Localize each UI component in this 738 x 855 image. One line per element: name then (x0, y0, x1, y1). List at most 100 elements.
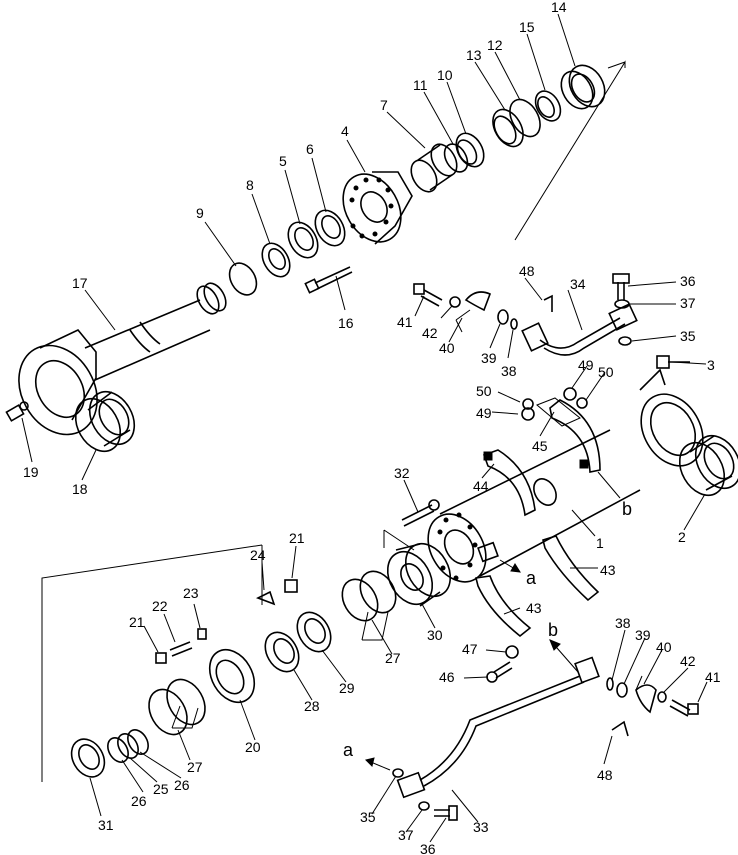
washer-42-upper (449, 296, 461, 308)
nut-21-lower (155, 652, 167, 664)
bushing-18 (74, 390, 136, 453)
ring-10 (455, 132, 485, 168)
callout-46: 46 (439, 669, 455, 685)
callout-32: 32 (394, 465, 410, 481)
callout-48-upper: 48 (519, 263, 535, 279)
callout-41-upper: 41 (397, 314, 413, 330)
nut-21-upper (284, 579, 298, 593)
nut-49-b (563, 387, 577, 401)
ring-27-upper (341, 570, 397, 622)
rod-group-frame-top (607, 61, 626, 69)
washer-37-lower (418, 801, 430, 811)
oring-38-upper (510, 318, 518, 330)
bolt-32 (401, 499, 440, 527)
nut-28 (264, 631, 300, 673)
oring-35-lower (392, 768, 404, 778)
callout-34: 34 (570, 276, 586, 292)
ring-25 (117, 733, 139, 759)
callout-b-upper: b (622, 499, 632, 519)
callout-26-right: 26 (174, 777, 190, 793)
callout-50-left: 50 (476, 383, 492, 399)
callout-36-upper: 36 (680, 273, 696, 289)
ring-27-lower (148, 678, 206, 736)
callout-7: 7 (380, 97, 388, 113)
ring-26-b (107, 737, 129, 763)
clip-48-upper (543, 294, 553, 312)
callout-a-upper: a (526, 568, 537, 588)
callout-49-upper: 49 (578, 357, 594, 373)
ring-13 (492, 108, 524, 148)
callout-25: 25 (153, 781, 169, 797)
callout-19: 19 (23, 464, 39, 480)
washer-50-b (576, 397, 588, 409)
dust-seal-14 (560, 64, 606, 110)
ring-26-a (127, 729, 149, 755)
callout-12: 12 (487, 37, 503, 53)
callout-39-lower: 39 (635, 627, 651, 643)
callout-10: 10 (437, 67, 453, 83)
cylinder-head-4 (342, 171, 413, 245)
callout-35-lower: 35 (360, 809, 376, 825)
clamp-43-upper (542, 535, 600, 602)
callout-20: 20 (245, 739, 261, 755)
callout-13: 13 (466, 47, 482, 63)
cylinder-tube-1 (427, 368, 704, 583)
callout-3: 3 (707, 357, 715, 373)
bolt-46 (486, 661, 513, 683)
callout-50-right: 50 (598, 364, 614, 380)
clamp-40-lower (635, 684, 657, 714)
callout-48-lower: 48 (597, 767, 613, 783)
callout-26-left: 26 (131, 793, 147, 809)
callout-39-upper: 39 (481, 350, 497, 366)
callout-42-upper: 42 (422, 325, 438, 341)
seal-5 (287, 221, 319, 259)
nut-47 (505, 645, 519, 659)
callout-a-lower: a (343, 740, 354, 760)
washer-50-a (522, 398, 534, 410)
ring-11 (443, 143, 469, 173)
callout-4: 4 (341, 123, 349, 139)
callout-38-upper: 38 (501, 363, 517, 379)
callout-21-lower: 21 (129, 614, 145, 630)
cushion-31 (70, 738, 106, 778)
washer-39-upper (497, 309, 509, 325)
callout-36-lower: 36 (420, 841, 436, 855)
callout-45: 45 (532, 438, 548, 454)
callout-41-lower: 41 (705, 669, 721, 685)
callout-21-upper: 21 (289, 530, 305, 546)
callout-11: 11 (413, 77, 428, 93)
callout-40-upper: 40 (439, 340, 455, 356)
callout-17: 17 (72, 275, 88, 291)
clamp-43-lower (475, 575, 532, 638)
callout-27-lower: 27 (187, 759, 203, 775)
callout-24: 24 (250, 547, 266, 563)
arrow-a-upper-head (510, 563, 521, 573)
tube-34 (521, 303, 638, 356)
grease-fitting-19 (5, 401, 29, 422)
arrow-a-lower-head (365, 757, 375, 767)
bolt-16 (304, 266, 353, 294)
bushing-8 (261, 242, 291, 278)
bolt-41-upper (413, 283, 443, 307)
callout-6: 6 (306, 141, 314, 157)
callout-8: 8 (246, 177, 254, 193)
clamp-40-upper (464, 291, 492, 312)
piston-30 (386, 542, 452, 607)
callout-43-right: 43 (600, 562, 616, 578)
bushing-7 (410, 143, 458, 193)
callout-18: 18 (72, 481, 88, 497)
callout-49-left: 49 (476, 405, 492, 421)
arrow-b-upper (597, 471, 621, 499)
callout-47: 47 (462, 641, 478, 657)
bolt-36-upper (612, 273, 630, 300)
clamp-45 (549, 399, 601, 473)
callout-16: 16 (338, 315, 354, 331)
clamp-44 (482, 449, 536, 517)
seal-6 (314, 209, 346, 247)
callout-b-lower: b (548, 620, 558, 640)
callout-22: 22 (152, 598, 168, 614)
spring-23 (197, 628, 207, 640)
ring-12 (509, 98, 541, 138)
